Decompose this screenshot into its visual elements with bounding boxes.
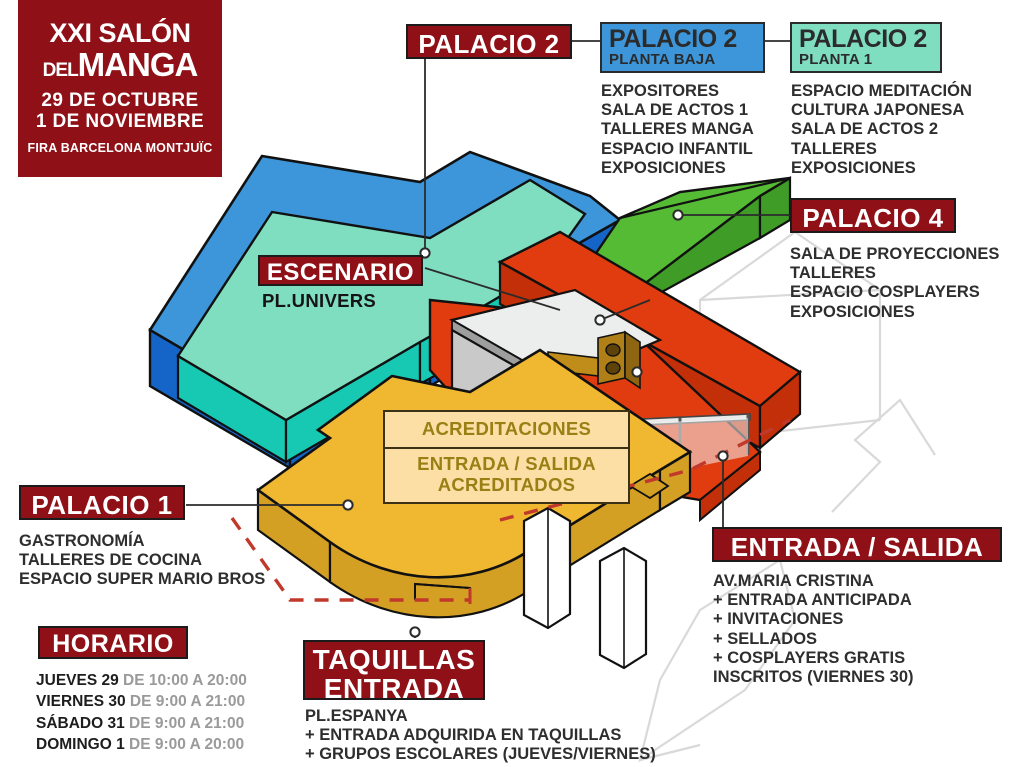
list-item: SALA DE PROYECCIONES — [790, 245, 1000, 263]
acreditaciones-row-2-line-1: ENTRADA / SALIDA — [417, 453, 596, 474]
list-item: EXPOSICIONES — [790, 302, 915, 321]
list-item: + SELLADOS — [713, 629, 818, 648]
horario-list: JUEVES 29 DE 10:00 A 20:00 VIERNES 30 DE… — [36, 670, 247, 756]
horario-row: SÁBADO 31 DE 9:00 A 21:00 — [36, 714, 245, 732]
logo-manga: MANGA — [77, 46, 199, 83]
palacio1-list: GASTRONOMÍA TALLERES DE COCINA ESPACIO S… — [19, 532, 265, 590]
horario-row: VIERNES 30 DE 9:00 A 21:00 — [36, 693, 246, 711]
list-item: AV.MARIA CRISTINA — [713, 572, 874, 590]
list-item: ESPACIO INFANTIL — [601, 139, 753, 158]
chip-palacio2-planta-baja[interactable]: PALACIO 2 PLANTA BAJA — [600, 22, 765, 73]
event-logo: XXI SALÓN DELMANGA 29 DE OCTUBRE 1 DE NO… — [18, 0, 222, 177]
acreditaciones-panel: ACREDITACIONES ENTRADA / SALIDA ACREDITA… — [383, 410, 630, 505]
list-item: CULTURA JAPONESA — [791, 101, 965, 120]
list-item: + ENTRADA ADQUIRIDA EN TAQUILLAS — [305, 726, 622, 745]
list-item: SALA DE ACTOS 2 — [791, 120, 938, 139]
list-item: + ENTRADA ANTICIPADA — [713, 591, 912, 610]
list-item: ESPACIO SUPER MARIO BROS — [19, 570, 266, 589]
logo-line-1: XXI SALÓN — [49, 18, 191, 48]
pillar-towers — [522, 506, 648, 670]
taquillas-list: PL.ESPANYA + ENTRADA ADQUIRIDA EN TAQUIL… — [305, 707, 656, 765]
callout-horario-title[interactable]: HORARIO — [38, 626, 188, 659]
leader-lines — [186, 40, 790, 638]
callout-taquillas-title[interactable]: TAQUILLAS ENTRADA — [303, 640, 485, 702]
callout-entrada-salida-title[interactable]: ENTRADA / SALIDA — [712, 527, 1002, 562]
list-item: ESPACIO MEDITACIÓN — [791, 82, 972, 100]
logo-date-end: 1 DE NOVIEMBRE — [35, 111, 205, 133]
list-item: INSCRITOS (VIERNES 30) — [713, 668, 914, 687]
horario-row: DOMINGO 1 DE 9:00 A 20:00 — [36, 736, 245, 754]
leader-dots — [342, 209, 729, 638]
acreditaciones-row-2-line-2: ACREDITADOS — [437, 473, 576, 495]
logo-venue: FIRA BARCELONA MONTJUÏC — [27, 140, 213, 155]
palacio2-planta-1-list: ESPACIO MEDITACIÓN CULTURA JAPONESA SALA… — [791, 82, 972, 178]
acreditaciones-row-2: ENTRADA / SALIDA ACREDITADOS — [385, 447, 628, 503]
list-item: GASTRONOMÍA — [19, 532, 145, 550]
callout-escenario-title[interactable]: ESCENARIO — [258, 255, 423, 286]
escenario-subtitle: PL.UNIVERS — [262, 290, 377, 311]
acreditaciones-row-1: ACREDITACIONES — [385, 412, 628, 447]
horario-row: JUEVES 29 DE 10:00 A 20:00 — [36, 672, 247, 689]
list-item: TALLERES DE COCINA — [19, 551, 203, 570]
logo-line-2: DELMANGA — [24, 48, 216, 81]
entrada-salida-list: AV.MARIA CRISTINA + ENTRADA ANTICIPADA +… — [713, 572, 914, 687]
chip-palacio2-planta-1[interactable]: PALACIO 2 PLANTA 1 — [790, 22, 942, 73]
logo-del: DEL — [42, 60, 79, 81]
list-item: EXPOSICIONES — [791, 158, 916, 177]
callout-palacio4-title[interactable]: PALACIO 4 — [790, 198, 956, 233]
logo-date-start: 29 DE OCTUBRE — [41, 90, 199, 111]
list-item: EXPOSICIONES — [601, 158, 726, 177]
callout-palacio1-title[interactable]: PALACIO 1 — [19, 485, 185, 520]
list-item: + COSPLAYERS GRATIS — [713, 648, 906, 667]
list-item: TALLERES MANGA — [601, 120, 754, 139]
list-item: ESPACIO COSPLAYERS — [790, 283, 980, 302]
palacio4-list: SALA DE PROYECCIONES TALLERES ESPACIO CO… — [790, 245, 999, 322]
list-item: PL.ESPANYA — [305, 707, 408, 725]
palacio2-planta-baja-list: EXPOSITORES SALA DE ACTOS 1 TALLERES MAN… — [601, 82, 754, 178]
dashed-route — [230, 418, 791, 602]
callout-palacio2-title[interactable]: PALACIO 2 — [406, 24, 572, 59]
list-item: + GRUPOS ESCOLARES (JUEVES/VIERNES) — [305, 745, 656, 764]
list-item: SALA DE ACTOS 1 — [601, 101, 748, 120]
list-item: TALLERES — [791, 139, 877, 158]
list-item: + INVITACIONES — [713, 610, 844, 629]
list-item: TALLERES — [790, 264, 876, 283]
list-item: EXPOSITORES — [601, 82, 719, 100]
